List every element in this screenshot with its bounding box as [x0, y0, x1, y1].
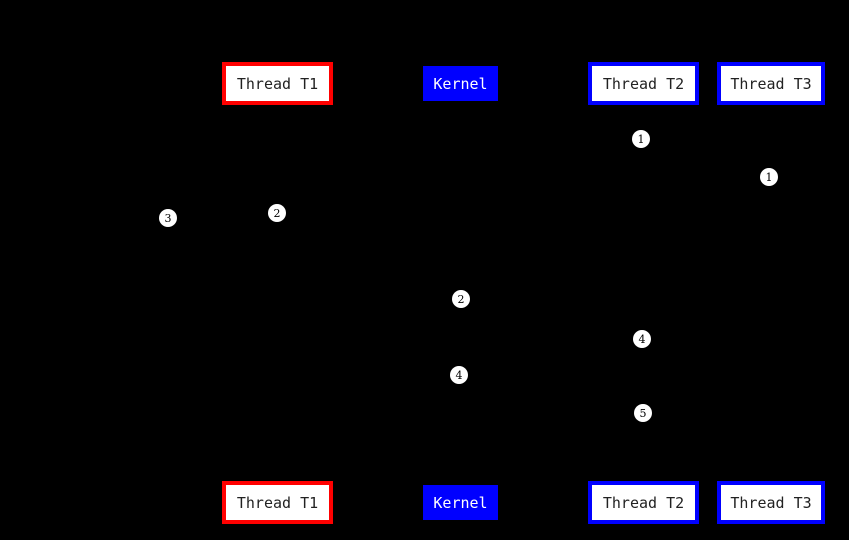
lifeline-thread-t2	[643, 105, 644, 481]
participant-label: Thread T3	[730, 493, 812, 512]
participant-kernel-bottom[interactable]: Kernel	[423, 485, 498, 520]
participant-label: Kernel	[433, 493, 488, 512]
step-number: 3	[164, 211, 172, 225]
step-badge-1-t2: 1	[632, 130, 650, 148]
step-badge-3-t1: 3	[159, 209, 177, 227]
step-badge-4-kernel: 4	[450, 366, 468, 384]
step-badge-1-t3: 1	[760, 168, 778, 186]
step-number: 1	[765, 170, 773, 184]
participant-label: Thread T2	[602, 74, 685, 93]
participant-label: Thread T1	[236, 74, 319, 93]
participant-thread-t1-top[interactable]: Thread T1	[222, 62, 333, 105]
step-badge-2-kernel: 2	[452, 290, 470, 308]
step-badge-5-t2: 5	[634, 404, 652, 422]
participant-label: Thread T1	[236, 493, 319, 512]
participant-thread-t2-top[interactable]: Thread T2	[588, 62, 699, 105]
lifeline-thread-t1	[277, 105, 278, 481]
participant-label: Thread T3	[730, 74, 812, 93]
step-number: 4	[455, 368, 463, 382]
step-number: 4	[638, 332, 646, 346]
lifeline-thread-t3	[771, 105, 772, 481]
step-badge-2-t1: 2	[268, 204, 286, 222]
participant-label: Thread T2	[602, 493, 685, 512]
step-number: 2	[273, 206, 281, 220]
step-number: 5	[639, 406, 647, 420]
participant-kernel-top[interactable]: Kernel	[423, 66, 498, 101]
participant-thread-t1-bottom[interactable]: Thread T1	[222, 481, 333, 524]
participant-label: Kernel	[433, 74, 488, 93]
step-number: 2	[457, 292, 465, 306]
participant-thread-t3-top[interactable]: Thread T3	[717, 62, 825, 105]
step-badge-4-t2: 4	[633, 330, 651, 348]
participant-thread-t3-bottom[interactable]: Thread T3	[717, 481, 825, 524]
participant-thread-t2-bottom[interactable]: Thread T2	[588, 481, 699, 524]
step-number: 1	[637, 132, 645, 146]
